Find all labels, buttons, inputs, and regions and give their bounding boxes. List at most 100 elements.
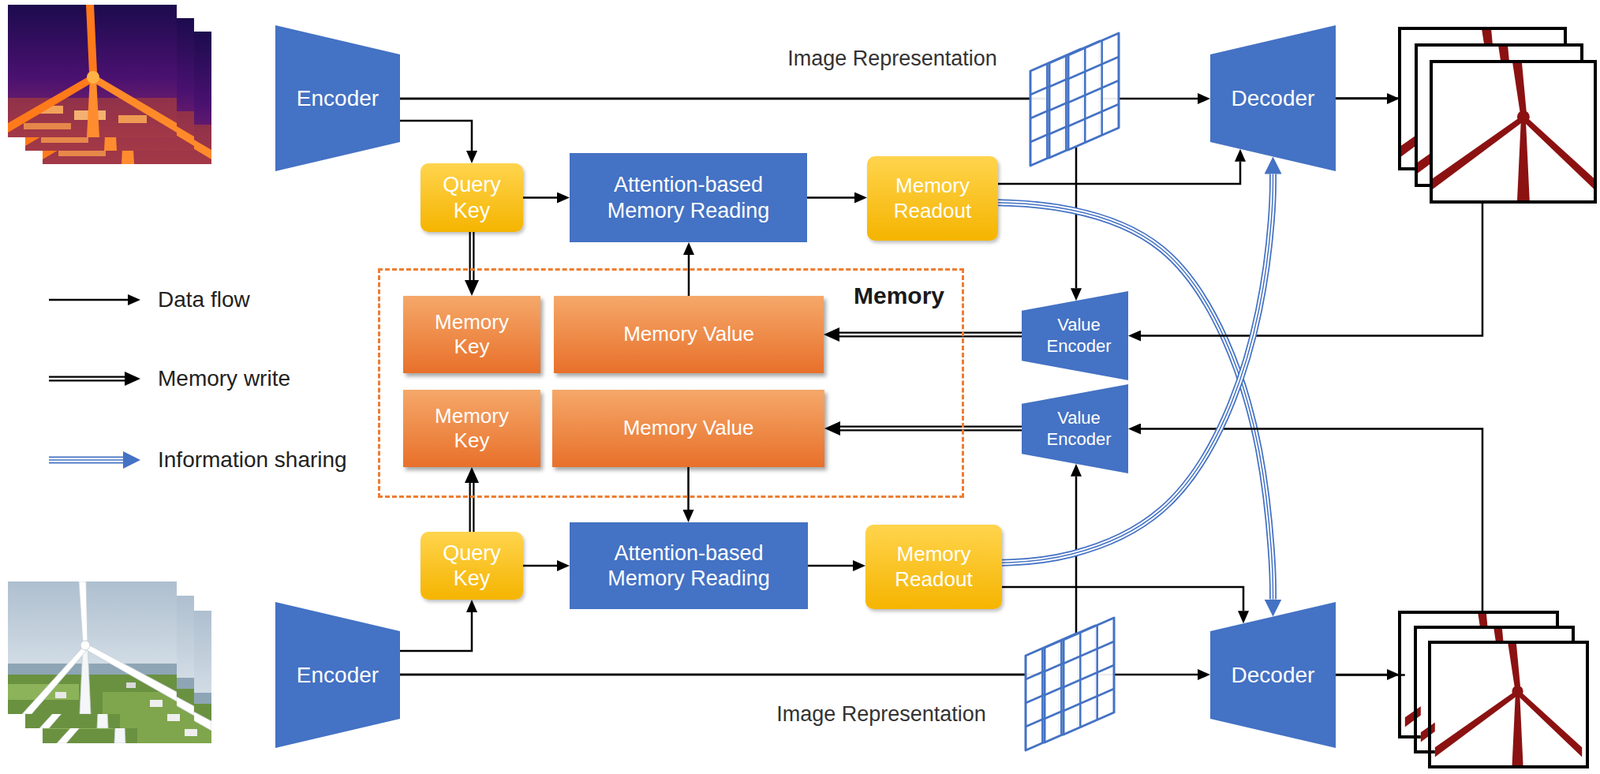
figure-label: Image Representation (776, 702, 987, 727)
connector-stroke (400, 120, 472, 151)
connector-stroke (687, 467, 690, 510)
figure-label: Image Representation (787, 46, 998, 72)
legend-text: Data flow (157, 286, 251, 314)
mask-frame (1435, 642, 1582, 767)
thermal-frame (7, 4, 177, 138)
node-label: Decoder (1231, 661, 1316, 689)
connector-stroke (807, 196, 855, 199)
value-encoder-block: Value Encoder (1021, 384, 1129, 474)
node-label: Memory Value (623, 321, 755, 347)
node-label: Memory Key (424, 310, 520, 359)
data-flow-arrow (400, 98, 1077, 288)
memory-write-arrow (840, 428, 1022, 430)
trapezoid-fill (1021, 291, 1129, 381)
mask-frame (1431, 62, 1596, 202)
memory-key-box: Memory Key (403, 295, 541, 374)
connector-stroke (840, 426, 1022, 432)
memory-key-box: Memory Key (403, 389, 541, 468)
memory-write-arrow (471, 482, 473, 532)
node-label: Memory Readout (886, 542, 982, 591)
connector-stroke (523, 564, 558, 568)
connector-stroke (400, 98, 1077, 288)
image-representation-icon (1030, 33, 1119, 166)
node-label: Query Key (432, 540, 512, 592)
connector-stroke (469, 231, 475, 281)
query-key-box: Query Key (420, 531, 524, 600)
connector-stroke (807, 564, 853, 568)
legend-text: Memory write (157, 365, 291, 393)
legend-sample (48, 299, 128, 302)
feature-grid (1063, 617, 1115, 735)
mask-border (1429, 642, 1588, 767)
data-flow-arrow (400, 476, 1077, 675)
memory-reading-box: Attention-based Memory Reading (569, 522, 808, 610)
node-label: Attention-based Memory Reading (590, 540, 788, 592)
value-encoder-block: Value Encoder (1021, 291, 1129, 381)
legend-text: Information sharing (157, 446, 348, 474)
connector-stroke (839, 332, 1022, 338)
query-key-box: Query Key (420, 163, 524, 232)
data-flow-arrow (688, 254, 690, 296)
memory-value-box: Memory Value (552, 389, 825, 468)
connector-stroke (471, 231, 474, 281)
node-label: Value Encoder (1041, 407, 1117, 450)
memory-reading-box: Attention-based Memory Reading (569, 153, 808, 243)
trapezoid-fill (275, 601, 400, 748)
image-representation-icon (1025, 617, 1115, 751)
connector-stroke (1001, 174, 1274, 564)
memory-bank: Memory KeyMemory ValueMemory KeyMemory V… (377, 268, 965, 498)
memory-readout-box: Memory Readout (867, 156, 999, 241)
decoder-block: Decoder (1210, 25, 1336, 172)
data-flow-arrow (523, 565, 558, 567)
connector-stroke (523, 196, 558, 199)
trapezoid-fill (1210, 601, 1336, 748)
decoder-block: Decoder (1210, 601, 1336, 748)
data-flow-arrow (523, 197, 558, 199)
legend-sample (48, 456, 124, 464)
node-label: Memory Key (424, 403, 520, 453)
node-label: Query Key (432, 171, 512, 224)
group-title: Memory (853, 281, 945, 311)
information-sharing-arrow (1001, 174, 1274, 564)
data-flow-arrow (807, 565, 853, 567)
trapezoid-fill (275, 25, 400, 172)
data-flow-arrow (400, 612, 472, 651)
trapezoid-fill (1210, 25, 1336, 172)
memory-write-arrow (839, 334, 1022, 336)
node-label: Value Encoder (1041, 314, 1117, 357)
data-flow-arrow (1001, 586, 1244, 611)
data-flow-arrow (400, 120, 472, 151)
legend-sample (48, 376, 125, 382)
legend-sample (48, 459, 124, 461)
data-flow-arrow (807, 197, 855, 199)
connector-stroke (469, 482, 475, 532)
connector-stroke (840, 427, 1022, 430)
node-label: Memory Readout (885, 173, 980, 223)
connector-stroke (400, 476, 1077, 675)
node-label: Memory Value (623, 415, 755, 441)
connector-stroke (839, 333, 1022, 337)
node-label: Encoder (296, 661, 379, 689)
encoder-block: Encoder (275, 601, 400, 748)
photo-frame (7, 581, 177, 715)
feature-grid (1068, 33, 1119, 150)
output-arrow (1335, 97, 1387, 101)
memory-write-arrow (471, 231, 473, 281)
connector-stroke (1001, 174, 1274, 564)
memory-value-box: Memory Value (553, 295, 824, 374)
trapezoid-fill (1021, 384, 1129, 474)
memory-readout-box: Memory Readout (865, 524, 1002, 610)
connector-stroke (687, 254, 691, 296)
connector-stroke (400, 612, 472, 651)
encoder-block: Encoder (275, 25, 400, 172)
data-flow-arrow (687, 467, 689, 510)
legend-sample (48, 457, 124, 463)
node-label: Decoder (1231, 85, 1316, 113)
connector-stroke (471, 482, 474, 532)
connector-stroke (1001, 174, 1274, 564)
connector-stroke (1001, 586, 1244, 611)
output-arrow (1335, 673, 1387, 677)
mask-border (1431, 61, 1596, 202)
node-label: Encoder (296, 85, 379, 113)
node-label: Attention-based Memory Reading (590, 171, 788, 224)
